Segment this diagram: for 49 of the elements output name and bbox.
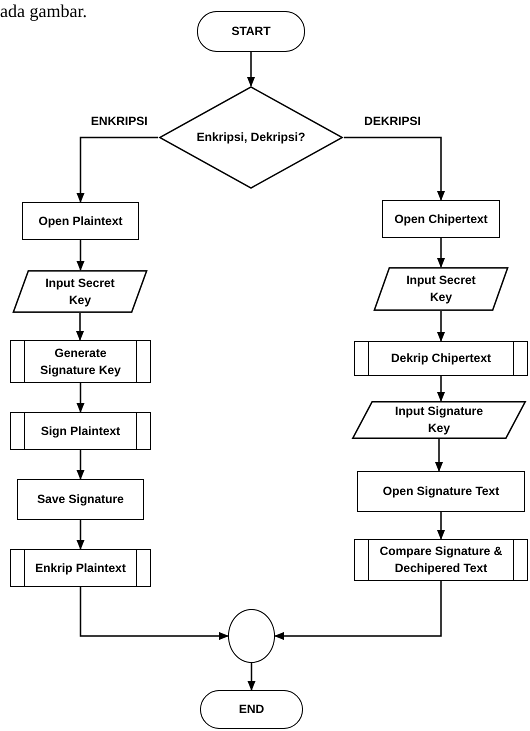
input-parallelogram — [12, 270, 148, 313]
arrow — [76, 520, 84, 550]
subprocess-box — [354, 341, 528, 376]
node-text: Enkripsi, Dekripsi? — [196, 129, 306, 146]
node-text: Open Plaintext — [37, 212, 124, 230]
arrow — [76, 313, 84, 341]
process-box — [17, 479, 144, 520]
subprocess-box — [10, 412, 151, 450]
input-parallelogram — [373, 267, 509, 311]
arrow — [76, 450, 84, 480]
arrow — [437, 311, 445, 342]
arrow — [247, 52, 255, 87]
arrow — [274, 581, 442, 640]
arrow — [437, 512, 445, 540]
edge-label: ENKRIPSI — [88, 114, 150, 128]
node-text: Input Secret Key — [405, 272, 477, 306]
arrow — [437, 376, 445, 402]
process-box — [357, 471, 525, 512]
node-text: Compare Signature & Dechipered Text — [378, 543, 504, 577]
caption-fragment: ada gambar. — [0, 0, 87, 22]
arrow — [344, 136, 445, 201]
subprocess-box — [10, 549, 151, 587]
input-parallelogram — [351, 401, 527, 439]
node-text: Generate Signature Key — [39, 344, 122, 378]
node-text: Open Chipertext — [393, 210, 489, 228]
arrow — [80, 587, 229, 640]
terminator-box — [200, 690, 303, 729]
arrow — [76, 383, 84, 413]
node-text: Input Signature Key — [394, 403, 484, 437]
node-text: START — [230, 23, 272, 40]
subprocess-box — [354, 539, 528, 581]
decision-diamond — [158, 86, 344, 189]
node-text: Sign Plaintext — [40, 422, 122, 440]
arrow — [437, 238, 445, 268]
arrow — [248, 663, 256, 691]
arrow — [76, 240, 84, 271]
terminator-box — [197, 11, 305, 52]
node-text: Input Secret Key — [44, 274, 116, 308]
arrow — [76, 136, 158, 203]
node-text: Dekrip Chipertext — [390, 350, 492, 367]
process-box — [382, 200, 500, 238]
process-box — [22, 202, 139, 240]
node-text: END — [238, 701, 266, 718]
arrow — [435, 439, 443, 472]
edge-label: DEKRIPSI — [362, 114, 423, 128]
node-text: Open Signature Text — [382, 483, 500, 500]
node-text: Enkrip Plaintext — [34, 560, 127, 576]
subprocess-box — [10, 340, 151, 383]
node-text: Save Signature — [36, 491, 125, 508]
